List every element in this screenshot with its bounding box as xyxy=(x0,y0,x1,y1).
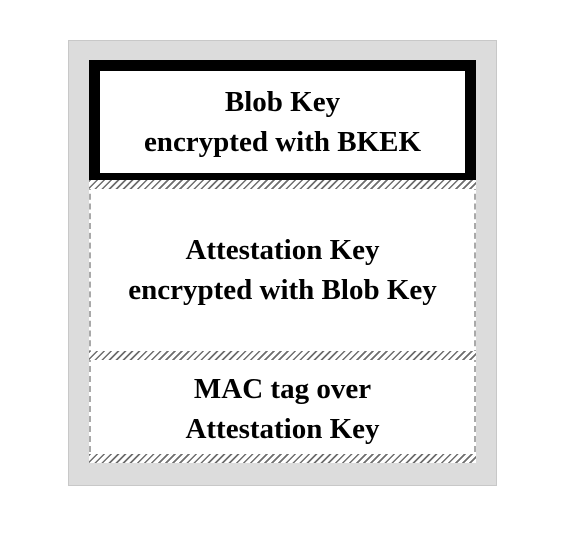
attestation-key-block: Attestation Key encrypted with Blob Key xyxy=(89,184,476,356)
mac-tag-block: MAC tag over Attestation Key xyxy=(89,356,476,462)
hatched-divider-bottom xyxy=(89,454,476,463)
hatched-divider-top xyxy=(89,180,476,189)
blob-key-label: Blob Key encrypted with BKEK xyxy=(143,86,422,158)
hatched-divider-middle xyxy=(89,351,476,360)
blob-key-block: Blob Key encrypted with BKEK xyxy=(89,60,476,184)
mac-tag-label: MAC tag over Attestation Key xyxy=(185,373,380,445)
attestation-key-label: Attestation Key encrypted with Blob Key xyxy=(128,234,437,306)
